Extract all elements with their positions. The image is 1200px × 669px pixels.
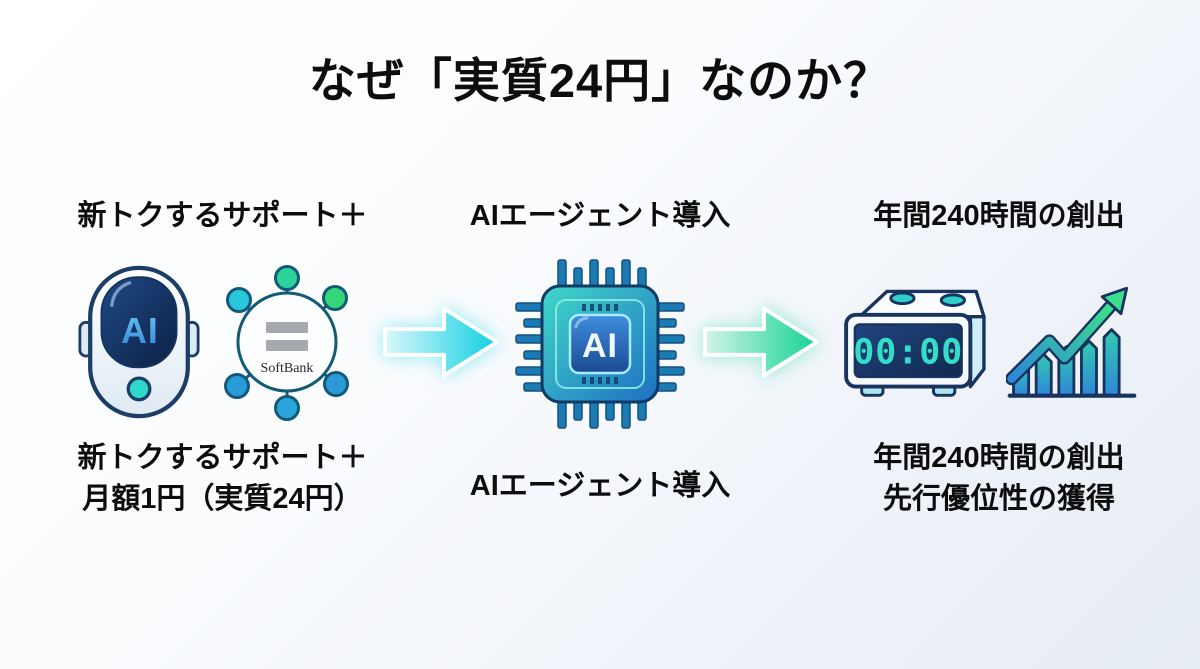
softbank-network-icon: SoftBank <box>224 265 349 421</box>
robot-screen-text: AI <box>121 311 159 351</box>
chip-core-text: AI <box>582 327 618 365</box>
outcome-bottom-line1: 年間240時間の創出 <box>873 442 1125 474</box>
clock-screen <box>853 323 963 379</box>
flow-arrow-green <box>703 306 820 378</box>
clock-side-face <box>968 315 986 389</box>
network-nodes <box>224 265 349 421</box>
robot-button <box>126 376 152 402</box>
digital-clock-icon: 00:00 <box>844 289 986 397</box>
chip-core <box>568 313 632 375</box>
clock-button <box>939 293 966 307</box>
agent-bottom-label: AIエージェント導入 <box>430 466 770 507</box>
support-bottom-line1: 新トクするサポート＋ <box>77 442 368 474</box>
chip-trace-ring <box>555 299 645 389</box>
network-hub-text: SoftBank <box>261 361 314 376</box>
page-title: なぜ「実質24円」なのか？ <box>308 54 892 107</box>
robot-screen <box>100 276 178 369</box>
chip-tick-marks <box>582 304 618 384</box>
clock-button <box>889 291 916 306</box>
support-bottom-line2: 月額1円（実質24円） <box>82 483 363 516</box>
trend-line <box>1007 302 1114 383</box>
outcome-bottom-label: 年間240時間の創出 先行優位性の獲得 <box>810 438 1188 520</box>
support-top-label: 新トクするサポート＋ <box>77 200 368 232</box>
outcome-bottom-line2: 先行優位性の獲得 <box>882 483 1115 516</box>
support-bottom-label: 新トクするサポート＋ 月額1円（実質24円） <box>30 438 415 520</box>
flow-arrow-cyan <box>383 306 500 378</box>
robot-screen-shine <box>110 281 132 308</box>
outcome-top-label: 年間240時間の創出 <box>873 200 1125 232</box>
agent-top-label: AIエージェント導入 <box>469 200 731 232</box>
softbank-logo-bar <box>266 340 308 351</box>
trend-arrowhead <box>1100 286 1129 316</box>
clock-display-text: 00:00 <box>853 332 963 372</box>
ai-robot-icon: AI <box>78 265 200 419</box>
ai-chip-icon: AI <box>515 259 685 429</box>
agent-bottom-line1: AIエージェント導入 <box>469 470 731 502</box>
chip-pins <box>515 259 685 429</box>
growth-chart-icon <box>1006 286 1137 398</box>
chip-core-shine <box>574 316 589 329</box>
softbank-logo-bar <box>266 322 308 333</box>
